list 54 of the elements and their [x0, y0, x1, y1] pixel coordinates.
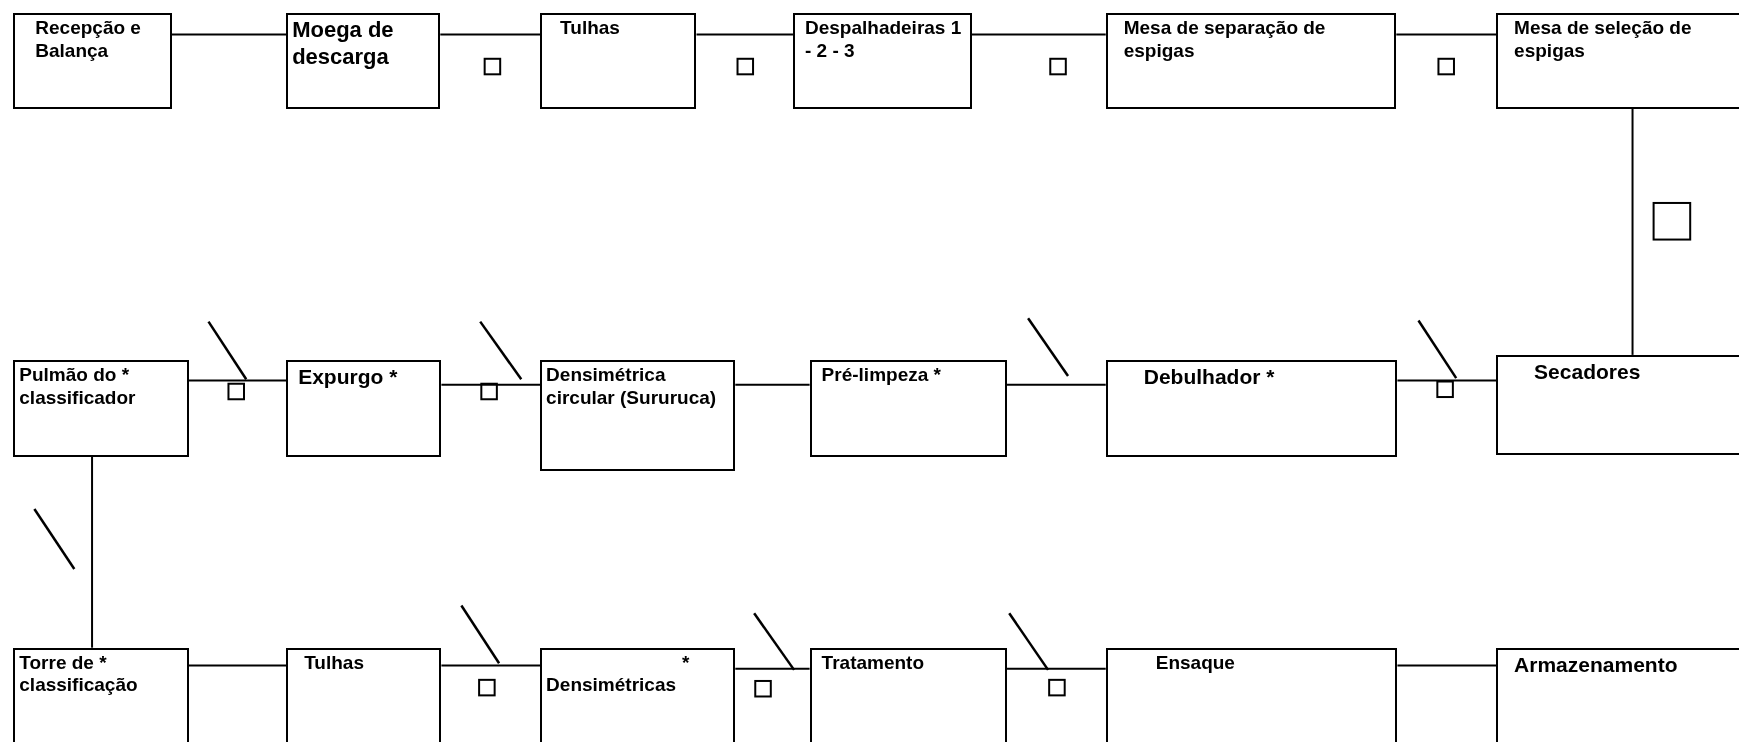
step-label: Tulhas — [304, 651, 365, 675]
connector-line — [1395, 33, 1498, 36]
connector-line — [91, 455, 94, 649]
process-box — [540, 13, 697, 109]
connector-line — [1006, 667, 1107, 670]
process-box — [1496, 13, 1739, 109]
process-box — [13, 360, 189, 457]
connector-line — [970, 33, 1107, 36]
connector-line — [440, 664, 542, 667]
step-label: Mesa de seleção de espigas — [1514, 17, 1693, 63]
process-box — [286, 13, 441, 109]
connector-line — [1006, 383, 1107, 386]
process-box — [792, 13, 972, 109]
process-box — [286, 360, 442, 457]
connector-line — [439, 33, 542, 36]
step-label: Mesa de separação de espigas — [1123, 17, 1327, 63]
process-box — [1105, 647, 1398, 742]
step-label: Recepção e Balança — [35, 17, 142, 63]
process-box — [1496, 647, 1739, 742]
step-label: Armazenamento — [1514, 651, 1679, 677]
step-label: Expurgo * — [298, 364, 399, 390]
process-box — [809, 647, 1007, 742]
connector-line — [1631, 107, 1634, 356]
connector-line — [734, 667, 811, 670]
process-box — [540, 647, 736, 742]
process-box — [1105, 360, 1398, 457]
step-label: Secadores — [1534, 358, 1642, 385]
connector-line — [1396, 379, 1498, 382]
step-label: Pré-limpeza * — [821, 364, 942, 388]
step-label: Densimétricas — [546, 674, 677, 698]
step-label: Debulhador * — [1143, 364, 1276, 390]
process-box — [13, 647, 189, 742]
connector-line — [734, 383, 811, 386]
connector-line — [440, 383, 542, 386]
step-label: Ensaque — [1155, 651, 1236, 675]
connector-line — [1396, 664, 1498, 667]
process-box — [1105, 13, 1397, 109]
process-box — [286, 647, 442, 742]
process-box — [809, 360, 1007, 457]
step-label: Densimétrica circular (Sururuca) — [546, 364, 718, 411]
process-box — [540, 360, 736, 472]
step-label: Torre de * classificação — [19, 651, 139, 698]
step-label: Pulmão do * classificador — [19, 364, 137, 411]
step-label: Tratamento — [821, 651, 926, 675]
connector-line — [170, 33, 288, 36]
process-box — [13, 13, 172, 109]
connector-line — [187, 664, 288, 667]
step-label: Moega de descarga — [292, 17, 395, 71]
step-label: * — [680, 651, 691, 675]
connector-line — [187, 379, 288, 382]
connector-line — [695, 33, 794, 36]
step-label: Tulhas — [560, 17, 621, 41]
process-box — [1496, 354, 1739, 455]
step-label: Despalhadeiras 1 - 2 - 3 — [804, 17, 963, 63]
